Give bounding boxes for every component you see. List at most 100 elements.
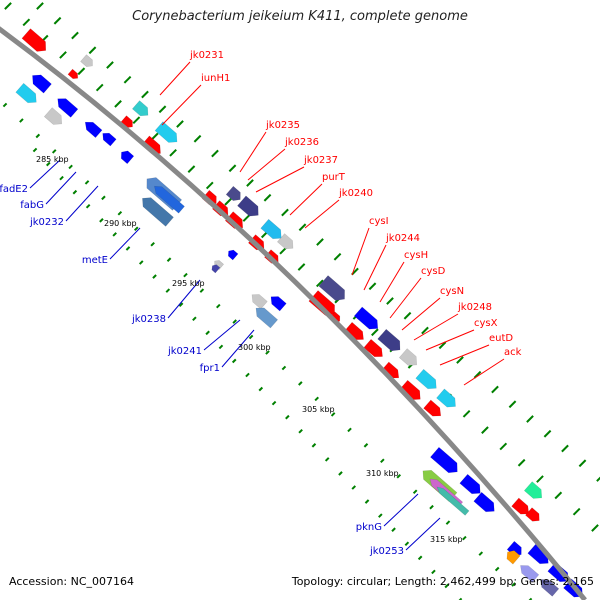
tick-mark bbox=[298, 381, 303, 386]
forward-gene-arrow bbox=[459, 473, 481, 495]
tick-mark bbox=[526, 415, 534, 423]
tick-mark bbox=[481, 426, 489, 434]
gene-label-jk0232: jk0232 bbox=[29, 217, 64, 228]
forward-gene-arrow bbox=[237, 195, 259, 217]
gene-label-jk0236: jk0236 bbox=[284, 137, 319, 148]
forward-gene-arrow bbox=[43, 107, 63, 125]
tick-mark bbox=[578, 459, 587, 468]
scale-label: 285 kbp bbox=[36, 155, 69, 164]
forward-gene-arrow bbox=[363, 338, 383, 358]
tick-mark bbox=[232, 319, 237, 324]
leader-line bbox=[159, 61, 191, 96]
tick-mark bbox=[112, 232, 117, 237]
scale-label: 305 kbp bbox=[302, 405, 335, 414]
scale-label: 310 kbp bbox=[366, 469, 399, 478]
leader-line bbox=[45, 171, 77, 205]
tick-mark bbox=[216, 303, 221, 309]
tick-mark bbox=[165, 288, 171, 293]
tick-mark bbox=[412, 489, 418, 494]
tick-mark bbox=[333, 252, 342, 261]
leader-line bbox=[383, 493, 419, 527]
tick-mark bbox=[429, 504, 434, 510]
tick-mark bbox=[211, 149, 219, 158]
tick-mark bbox=[245, 372, 250, 378]
tick-mark bbox=[169, 148, 177, 157]
tick-mark bbox=[572, 507, 581, 516]
tick-mark bbox=[166, 257, 172, 262]
gene-label-jk0253: jk0253 bbox=[369, 546, 404, 557]
tick-mark bbox=[71, 31, 79, 40]
tick-mark bbox=[462, 409, 471, 418]
tick-mark bbox=[141, 90, 149, 99]
leader-line bbox=[239, 131, 267, 173]
tick-mark bbox=[265, 350, 270, 355]
tick-mark bbox=[99, 218, 104, 223]
gene-label-fadE2: fadE2 bbox=[0, 184, 28, 195]
tick-mark bbox=[536, 475, 544, 483]
forward-gene-arrow bbox=[277, 233, 294, 250]
forward-gene-arrow bbox=[415, 368, 437, 390]
scale-label: 295 kbp bbox=[172, 279, 205, 288]
gene-label-jk0248: jk0248 bbox=[457, 302, 492, 313]
tick-mark bbox=[311, 443, 317, 448]
forward-gene-arrow bbox=[398, 348, 418, 366]
leader-line bbox=[304, 199, 340, 229]
reverse-gene-arrow bbox=[84, 121, 103, 139]
tick-mark bbox=[224, 197, 232, 206]
reverse-gene-arrow bbox=[227, 249, 239, 261]
gene-label-pknG: pknG bbox=[356, 522, 382, 533]
forward-gene-arrow bbox=[67, 68, 79, 79]
tick-mark bbox=[248, 334, 254, 340]
tick-mark bbox=[517, 458, 526, 467]
tick-mark bbox=[458, 597, 463, 600]
tick-mark bbox=[445, 520, 451, 525]
forward-gene-arrow bbox=[15, 82, 37, 104]
forward-gene-arrow bbox=[260, 218, 282, 240]
reverse-gene-arrow bbox=[540, 579, 560, 597]
scale-label: 290 kbp bbox=[104, 219, 137, 228]
gene-label-jk0231: jk0231 bbox=[189, 50, 224, 61]
tick-mark bbox=[281, 365, 287, 371]
tick-mark bbox=[95, 83, 104, 92]
leader-line bbox=[439, 344, 490, 366]
scale-label: 300 kbp bbox=[238, 343, 271, 352]
tick-mark bbox=[316, 279, 324, 288]
tick-mark bbox=[178, 302, 184, 307]
tick-mark bbox=[528, 597, 533, 600]
gene-label-cysN: cysN bbox=[440, 286, 464, 297]
leader-line bbox=[379, 261, 405, 303]
tick-mark bbox=[106, 61, 114, 69]
tick-mark bbox=[263, 193, 272, 202]
tick-mark bbox=[396, 473, 402, 479]
tick-mark bbox=[491, 385, 499, 394]
tick-mark bbox=[46, 161, 51, 167]
tick-mark bbox=[543, 429, 552, 438]
tick-mark bbox=[242, 214, 251, 222]
gene-label-cysI: cysI bbox=[369, 216, 389, 227]
tick-mark bbox=[176, 120, 184, 128]
reverse-gene-arrow bbox=[436, 486, 470, 516]
tick-mark bbox=[554, 491, 563, 500]
tick-mark bbox=[133, 226, 139, 232]
tick-mark bbox=[347, 427, 352, 433]
leader-line bbox=[363, 244, 387, 291]
tick-mark bbox=[231, 358, 237, 364]
tick-mark bbox=[246, 179, 254, 187]
forward-gene-arrow bbox=[430, 446, 458, 474]
tick-mark bbox=[371, 328, 379, 337]
tick-mark bbox=[150, 241, 155, 247]
tick-mark bbox=[298, 223, 307, 232]
tick-mark bbox=[205, 330, 210, 336]
tick-mark bbox=[478, 551, 484, 556]
tick-mark bbox=[183, 272, 188, 278]
reverse-gene-arrow bbox=[102, 132, 117, 147]
tick-mark bbox=[444, 583, 449, 589]
leader-line bbox=[109, 227, 141, 260]
tick-mark bbox=[314, 396, 319, 402]
tick-mark bbox=[330, 412, 336, 417]
leader-line bbox=[255, 166, 305, 193]
tick-mark bbox=[51, 149, 57, 154]
gene-label-jk0235: jk0235 bbox=[265, 120, 300, 131]
gene-label-fabG: fabG bbox=[20, 200, 44, 211]
genome-backbone bbox=[0, 26, 587, 600]
